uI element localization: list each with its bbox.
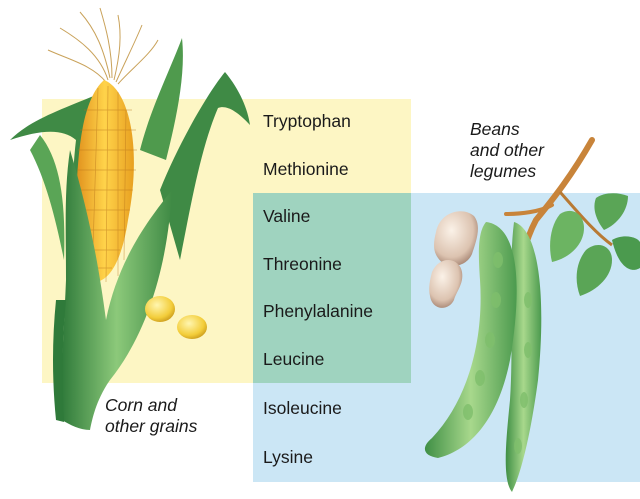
bean-plant-icon xyxy=(425,140,640,492)
corn-kernel-icon xyxy=(145,296,175,322)
corn-ear-icon xyxy=(10,8,250,430)
amino-acid-label: Lysine xyxy=(263,447,313,467)
amino-acid-label: Leucine xyxy=(263,349,324,369)
corn-caption-line: Corn and xyxy=(105,395,177,416)
amino-acid-label: Threonine xyxy=(263,254,342,274)
beans-caption-line: and other xyxy=(470,140,544,161)
amino-acid-label: Tryptophan xyxy=(263,111,351,131)
corn-caption-line: other grains xyxy=(105,416,197,437)
bean-icon xyxy=(429,260,462,308)
amino-acid-label: Methionine xyxy=(263,159,349,179)
amino-acid-label: Isoleucine xyxy=(263,398,342,418)
amino-acid-label: Valine xyxy=(263,206,310,226)
amino-acid-label: Phenylalanine xyxy=(263,301,373,321)
corn-kernel-icon xyxy=(177,315,207,339)
beans-caption-line: legumes xyxy=(470,161,536,182)
beans-caption-line: Beans xyxy=(470,119,520,140)
bean-icon xyxy=(434,211,478,266)
